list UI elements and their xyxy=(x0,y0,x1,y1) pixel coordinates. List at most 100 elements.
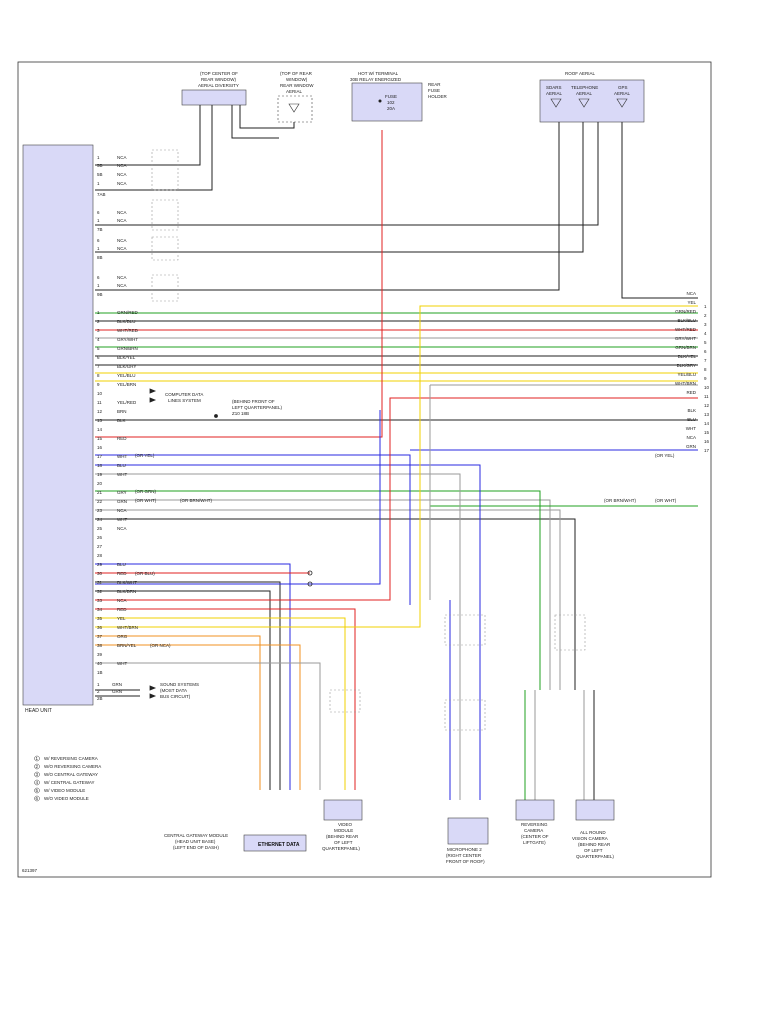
hu-pin: 2 xyxy=(97,319,100,324)
hu-wire: WHT/BRN xyxy=(117,625,138,630)
hu-wire: GRN/RED xyxy=(117,310,139,315)
legend-number: 6 xyxy=(36,796,39,801)
note-row-21: (OR GRN) xyxy=(135,489,156,494)
hu-pin: 3 xyxy=(97,328,100,333)
reversing-label-4: LIFTGATE) xyxy=(523,840,546,845)
fuse-text: FUSE xyxy=(385,94,397,99)
legend-marker xyxy=(34,755,40,762)
hu-pin: 21 xyxy=(97,490,103,495)
hu-pin: 30 xyxy=(97,571,103,576)
right-note-or-brn-wht: (OR BRN/WHT) xyxy=(604,498,636,503)
hu-pin: 1 xyxy=(97,310,100,315)
legend-marker xyxy=(34,771,40,778)
hu-pin: 24 xyxy=(97,517,103,522)
hu-upper-pin: 1 xyxy=(97,283,100,288)
hu-wire: BLK xyxy=(117,418,126,423)
hu-wire: WHT xyxy=(117,472,127,477)
gateway-label-1: CENTRAL GATEWAY MODULE xyxy=(164,833,228,838)
hu-wire: BLU xyxy=(117,463,126,468)
hu-wire: WHT xyxy=(117,661,127,666)
video-label-4: OF LEFT xyxy=(334,840,353,845)
hu-pin: 22 xyxy=(97,499,103,504)
allround-label-5: QUARTERPANEL) xyxy=(576,854,614,859)
hu-wire: WHT xyxy=(117,517,127,522)
right-pin-number: 7 xyxy=(704,358,707,363)
hu-pin: 5 xyxy=(97,346,100,351)
hu-pin: 18 xyxy=(97,463,103,468)
hu-wire: YEL/RED xyxy=(117,400,137,405)
allround-label-4: OF LEFT xyxy=(584,848,603,853)
diagram-frame xyxy=(17,61,712,878)
hu-upper-wire: NCA xyxy=(117,155,127,160)
gps-aerial-icon xyxy=(616,98,628,108)
antenna-diversity-label-1: (TOP CENTER OF xyxy=(200,71,238,76)
video-label-5: QUARTERPANEL) xyxy=(322,846,360,851)
hu-upper-pin: 9B xyxy=(97,292,103,297)
right-wire: NCA xyxy=(686,435,696,440)
hu-wire: RED xyxy=(117,571,127,576)
hu-pin: 10 xyxy=(97,391,103,396)
antenna-diversity-label-2: REAR WINDOW) xyxy=(201,77,236,82)
hu-upper-pin: 6 xyxy=(97,210,100,215)
sound-systems-label-3: BUS CIRCUIT) xyxy=(160,694,191,699)
hu-pin: 13 xyxy=(97,418,103,423)
video-module-box xyxy=(323,799,363,821)
hu-bottom-pin: 2B xyxy=(97,696,103,701)
right-pin-number: 10 xyxy=(704,385,710,390)
right-pin-number: 6 xyxy=(704,349,707,354)
hu-pin: 6 xyxy=(97,355,100,360)
rear-window-aerial-box xyxy=(277,95,313,123)
hu-upper-wire: NCA xyxy=(117,172,127,177)
mid-shield-dashes xyxy=(329,614,586,731)
hu-bottom-pin: 1 xyxy=(97,682,100,687)
legend-text: W/O CENTRAL GATEWAY xyxy=(44,772,98,777)
hu-pin: 16 xyxy=(97,445,103,450)
legend-text: W/ CENTRAL GATEWAY xyxy=(44,780,95,785)
hu-upper-pin: 1 xyxy=(97,218,100,223)
microphone-label-2: (RIGHT CENTER xyxy=(446,853,482,858)
telephone-aerial-icon xyxy=(578,98,590,108)
right-wire: BLK xyxy=(687,408,696,413)
reversing-label-1: REVERSING xyxy=(521,822,548,827)
hu-wire: WHT/RED xyxy=(117,328,139,333)
antenna-diversity-box xyxy=(181,89,247,106)
microphone-box xyxy=(447,817,489,845)
right-wire: WHT/BRN xyxy=(675,381,696,386)
hu-pin: 11 xyxy=(97,400,102,405)
note-row-22a: (OR WHT) xyxy=(135,498,157,503)
hu-bottom-pin: 2 xyxy=(97,689,100,694)
hu-wire: YEL/BRN xyxy=(117,382,136,387)
legend-marker xyxy=(34,779,40,786)
legend-text: W/ REVERSING CAMERA xyxy=(44,756,98,761)
ground-label-1: (BEHIND FRONT OF xyxy=(232,399,275,404)
telephone-label-2: AERIAL xyxy=(576,91,593,96)
hu-wire: BRN xyxy=(117,409,127,414)
legend-text: W/O REVERSING CAMERA xyxy=(44,764,101,769)
video-label-2: MODULE xyxy=(334,828,353,833)
head-unit-label: HEAD UNIT xyxy=(25,708,52,714)
telephone-label-1: TELEPHONE xyxy=(571,85,598,90)
roof-aerial-box xyxy=(539,79,645,123)
note-row-38: (OR NCA) xyxy=(150,643,171,648)
fuse-box xyxy=(351,82,423,122)
head-unit-box xyxy=(22,144,94,706)
fuse-label-1: HOT W/ TERMINAL xyxy=(358,71,399,76)
hu-pin: 34 xyxy=(97,607,103,612)
right-note-or-wht: (OR WHT) xyxy=(655,498,677,503)
computer-data-label-1: COMPUTER DATA xyxy=(165,392,203,397)
hu-upper-wire: NCA xyxy=(117,218,127,223)
hu-upper-wire: NCA xyxy=(117,275,127,280)
hu-pin: 12 xyxy=(97,409,103,414)
hu-pin: 40 xyxy=(97,661,103,666)
right-pin-number: 3 xyxy=(704,322,707,327)
hu-pin: 36 xyxy=(97,625,103,630)
hu-pin: 32 xyxy=(97,589,103,594)
hu-wire: BLK/BRN xyxy=(117,589,136,594)
right-pin-number: 9 xyxy=(704,376,707,381)
right-pin-number: 17 xyxy=(704,448,710,453)
hu-pin: 35 xyxy=(97,616,103,621)
hu-wire: YEL/BLU xyxy=(117,373,136,378)
hu-upper-pin: 7B xyxy=(97,227,103,232)
gps-label-1: GPS xyxy=(618,85,628,90)
